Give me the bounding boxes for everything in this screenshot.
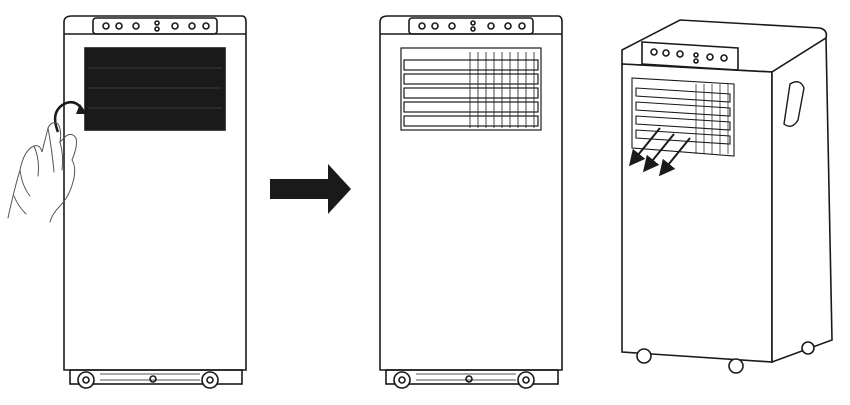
air-conditioner-unit-open bbox=[379, 15, 563, 389]
louver-open bbox=[631, 77, 735, 157]
airflow-arrows-icon bbox=[628, 127, 691, 177]
base-with-wheels bbox=[385, 369, 559, 389]
air-conditioner-unit-perspective bbox=[621, 19, 833, 374]
control-panel bbox=[92, 17, 218, 35]
hand-icon bbox=[7, 122, 77, 223]
rotate-arrow-icon bbox=[53, 101, 86, 133]
control-panel bbox=[408, 17, 534, 35]
base-with-wheels bbox=[636, 341, 815, 374]
base-with-wheels bbox=[69, 369, 243, 389]
transition-arrow-icon bbox=[270, 164, 351, 214]
louver-closed bbox=[84, 47, 226, 131]
control-panel bbox=[641, 41, 739, 71]
louver-open bbox=[400, 47, 542, 131]
air-conditioner-unit-closed bbox=[63, 15, 247, 389]
